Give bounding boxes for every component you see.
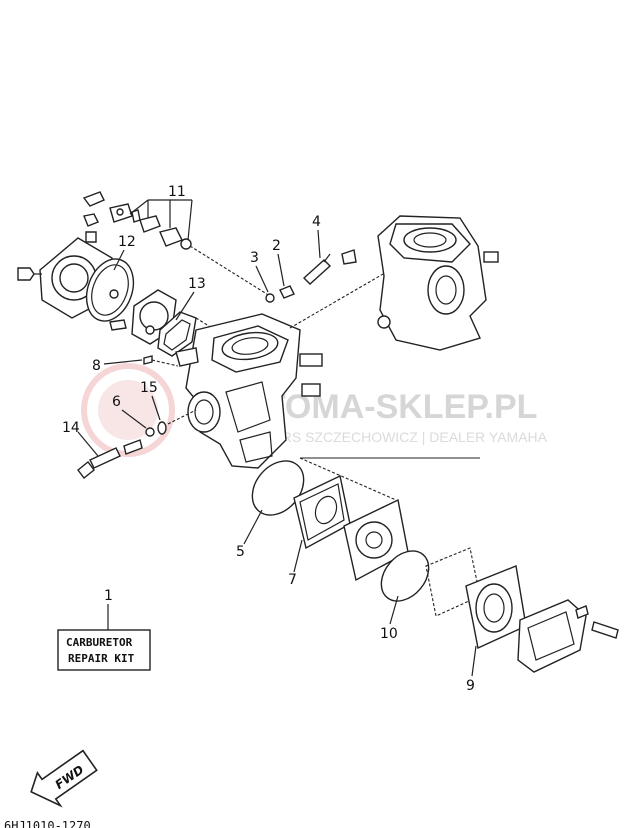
- needle-valve-parts: [265, 253, 332, 303]
- diagram-code: 6HJ1010-1270: [4, 819, 91, 828]
- jet-b: [159, 227, 183, 247]
- callout-2: 2: [272, 238, 281, 254]
- jet-a: [139, 215, 161, 233]
- screw-small: [109, 319, 127, 331]
- repair-kit-frame: [57, 629, 151, 671]
- o-ring-3: [265, 293, 275, 303]
- fuel-pump-stack: [251, 457, 619, 673]
- callout-4: 4: [312, 214, 321, 230]
- repair-kit-line1: CARBURETOR: [66, 636, 133, 649]
- mixture-screw-parts: [77, 355, 197, 479]
- diaphragm: [85, 258, 135, 322]
- callout-11: 11: [168, 184, 186, 200]
- callout-8: 8: [92, 358, 101, 374]
- diaphragm-cover-inner: [59, 263, 89, 293]
- callout-3: 3: [250, 250, 259, 266]
- callout-15: 15: [140, 380, 158, 396]
- spring-14: [123, 439, 143, 455]
- pump-gasket: [157, 311, 197, 357]
- callout-12: 12: [118, 234, 136, 250]
- carburetor-rear: [341, 215, 499, 351]
- watermark-dealer: MOTORS SZCZECHOWICZ | DEALER YAMAHA: [240, 429, 548, 445]
- washer-6: [145, 427, 155, 437]
- fwd-arrow-icon: [30, 749, 98, 808]
- repair-kit-box: CARBURETOR REPAIR KIT: [57, 629, 151, 671]
- screw-8: [143, 355, 153, 365]
- pump-diaphragm-10: [380, 550, 430, 602]
- carburetor-front: [175, 269, 480, 469]
- callout-1: 1: [104, 588, 113, 604]
- screw-14: [89, 447, 121, 469]
- repair-kit-line2: REPAIR KIT: [68, 652, 135, 665]
- pump-screw: [591, 621, 619, 639]
- callout-5: 5: [236, 544, 245, 560]
- o-ring-11: [180, 238, 192, 250]
- callout-13: 13: [188, 276, 206, 292]
- screw-left: [17, 267, 35, 281]
- screw-14-head: [77, 461, 95, 479]
- needle-4: [302, 259, 332, 285]
- clip: [82, 191, 105, 207]
- spring-2: [279, 285, 295, 299]
- watermark-logo: [81, 363, 175, 457]
- carb-side-port: [187, 391, 221, 433]
- diaphragm-cover-group: [17, 191, 271, 357]
- fwd-arrow: FWD: [30, 749, 98, 808]
- callouts: 11 12 13 3 2 4 8 15 6 14 5 7 10 9 1: [62, 184, 477, 694]
- callout-7: 7: [288, 572, 297, 588]
- callout-9: 9: [466, 678, 475, 694]
- callout-10: 10: [380, 626, 398, 642]
- screw-top: [85, 231, 97, 243]
- o-ring-15: [157, 421, 167, 435]
- callout-14: 14: [62, 420, 80, 436]
- nut: [83, 213, 99, 227]
- callout-6: 6: [112, 394, 121, 410]
- carb-fitting: [299, 353, 323, 367]
